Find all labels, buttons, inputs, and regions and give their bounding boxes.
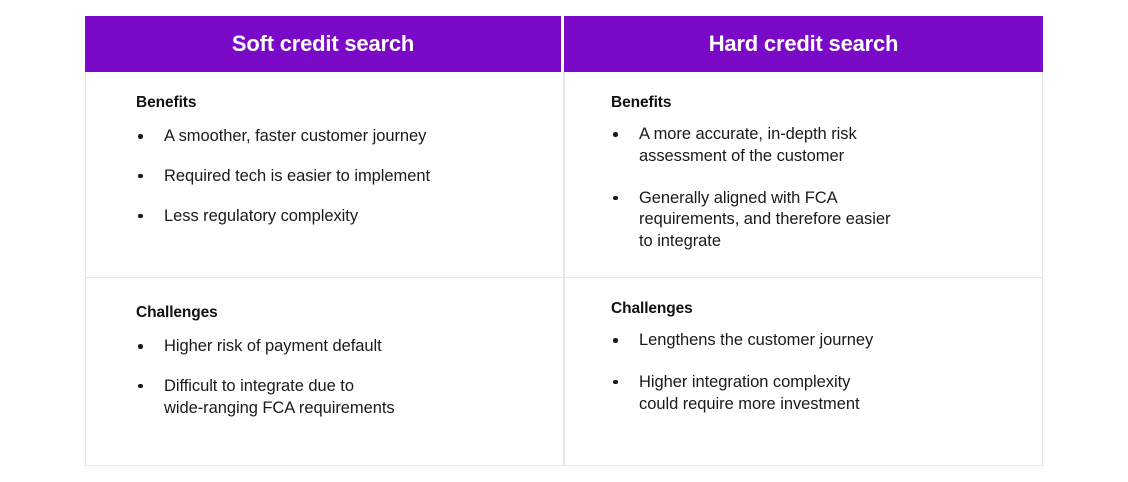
list-item: Higher integration complexity could requ… <box>611 372 1020 416</box>
column-header-label: Hard credit search <box>708 31 899 56</box>
list-item: Lengthens the customer journey <box>611 330 1020 352</box>
cell-hard-benefits: Benefits A more accurate, in-depth risk … <box>564 72 1043 278</box>
list-item: Less regulatory complexity <box>136 206 537 228</box>
bullet-dot-icon <box>613 379 618 385</box>
bullet-dot-icon <box>138 134 143 139</box>
section-heading: Challenges <box>136 304 218 321</box>
list-item-text: Difficult to integrate due to wide-rangi… <box>164 376 395 417</box>
list-item: Generally aligned with FCA requirements,… <box>611 188 1020 253</box>
bullet-list: Lengthens the customer journey Higher in… <box>611 330 1020 415</box>
list-item: Required tech is easier to implement <box>136 166 537 188</box>
section-heading: Benefits <box>611 94 672 111</box>
list-item-text: A smoother, faster customer journey <box>164 127 427 145</box>
bullet-list: A more accurate, in-depth risk assessmen… <box>611 124 1020 253</box>
list-item-text: Less regulatory complexity <box>164 206 359 225</box>
list-item: A more accurate, in-depth risk assessmen… <box>611 124 1020 168</box>
list-item-text: Required tech is easier to implement <box>164 166 430 185</box>
bullet-dot-icon <box>613 338 618 343</box>
bullet-dot-icon <box>138 173 143 179</box>
list-item-text: Lengthens the customer journey <box>639 331 874 349</box>
section-heading: Challenges <box>611 300 693 317</box>
bullet-dot-icon <box>613 132 618 137</box>
bullet-dot-icon <box>138 344 143 349</box>
cell-hard-challenges: Challenges Lengthens the customer journe… <box>564 278 1043 466</box>
section-heading: Benefits <box>136 94 197 111</box>
list-item: Higher risk of payment default <box>136 336 537 358</box>
bullet-dot-icon <box>138 213 143 219</box>
bullet-dot-icon <box>613 195 618 201</box>
list-item: A smoother, faster customer journey <box>136 126 537 148</box>
list-item-text: A more accurate, in-depth risk assessmen… <box>639 125 857 165</box>
cell-soft-challenges: Challenges Higher risk of payment defaul… <box>85 278 564 466</box>
bullet-dot-icon <box>138 383 143 389</box>
bullet-list: A smoother, faster customer journey Requ… <box>136 126 537 227</box>
list-item-text: Higher risk of payment default <box>164 337 382 355</box>
cell-soft-benefits: Benefits A smoother, faster customer jou… <box>85 72 564 278</box>
column-header-hard-credit-search: Hard credit search <box>564 16 1043 72</box>
list-item-text: Generally aligned with FCA requirements,… <box>639 188 891 251</box>
comparison-table: Soft credit search Hard credit search Be… <box>85 16 1043 466</box>
list-item: Difficult to integrate due to wide-rangi… <box>136 376 537 420</box>
bullet-list: Higher risk of payment default Difficult… <box>136 336 537 419</box>
column-header-soft-credit-search: Soft credit search <box>85 16 564 72</box>
list-item-text: Higher integration complexity could requ… <box>639 372 860 413</box>
column-header-label: Soft credit search <box>231 31 415 56</box>
